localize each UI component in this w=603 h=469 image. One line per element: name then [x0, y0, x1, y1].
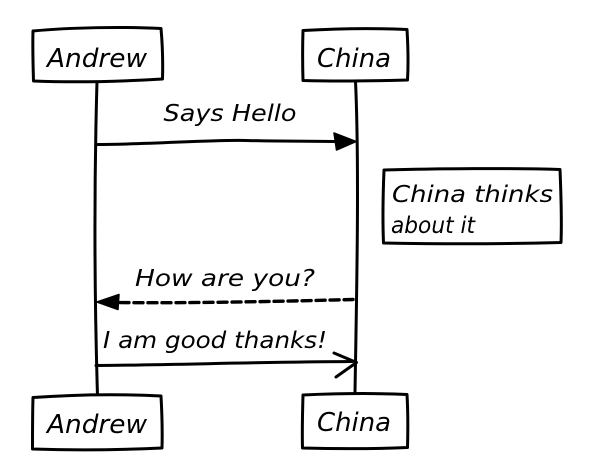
message-says-hello: Says Hello [94, 101, 357, 151]
message-says-hello-line [94, 138, 340, 146]
message-i-am-good-arrowhead-icon [332, 351, 358, 379]
message-says-hello-arrowhead-icon [333, 132, 357, 151]
message-i-am-good-line [94, 360, 354, 367]
note-line-1: China thinks [392, 182, 553, 208]
actor-top-andrew: Andrew [31, 25, 165, 84]
actor-bottom-china-label: China [317, 408, 391, 438]
actor-top-china: China [301, 27, 410, 83]
note-line-2: about it [391, 213, 476, 239]
message-how-are-you-label: How are you? [135, 266, 315, 292]
note-china-thinks: China thinks about it [381, 167, 563, 246]
message-how-are-you: How are you? [96, 266, 355, 311]
lifeline-china [353, 79, 359, 394]
actor-bottom-china: China [300, 392, 410, 451]
message-how-are-you-line [116, 297, 355, 305]
message-i-am-good: I am good thanks! [94, 328, 358, 379]
actor-top-china-label: China [317, 44, 391, 74]
lifeline-andrew [93, 79, 99, 398]
actor-top-china-box [301, 27, 410, 83]
actor-bottom-andrew: Andrew [31, 393, 164, 452]
actor-bottom-andrew-box [31, 393, 164, 452]
actor-bottom-andrew-label: Andrew [45, 410, 148, 440]
message-i-am-good-label: I am good thanks! [103, 328, 327, 354]
note-box [381, 167, 563, 246]
message-says-hello-label: Says Hello [164, 101, 297, 127]
actor-bottom-china-box [300, 392, 410, 451]
message-how-are-you-arrowhead-icon [96, 293, 120, 311]
actor-top-andrew-label: Andrew [45, 44, 148, 74]
actor-top-andrew-box [31, 25, 165, 84]
